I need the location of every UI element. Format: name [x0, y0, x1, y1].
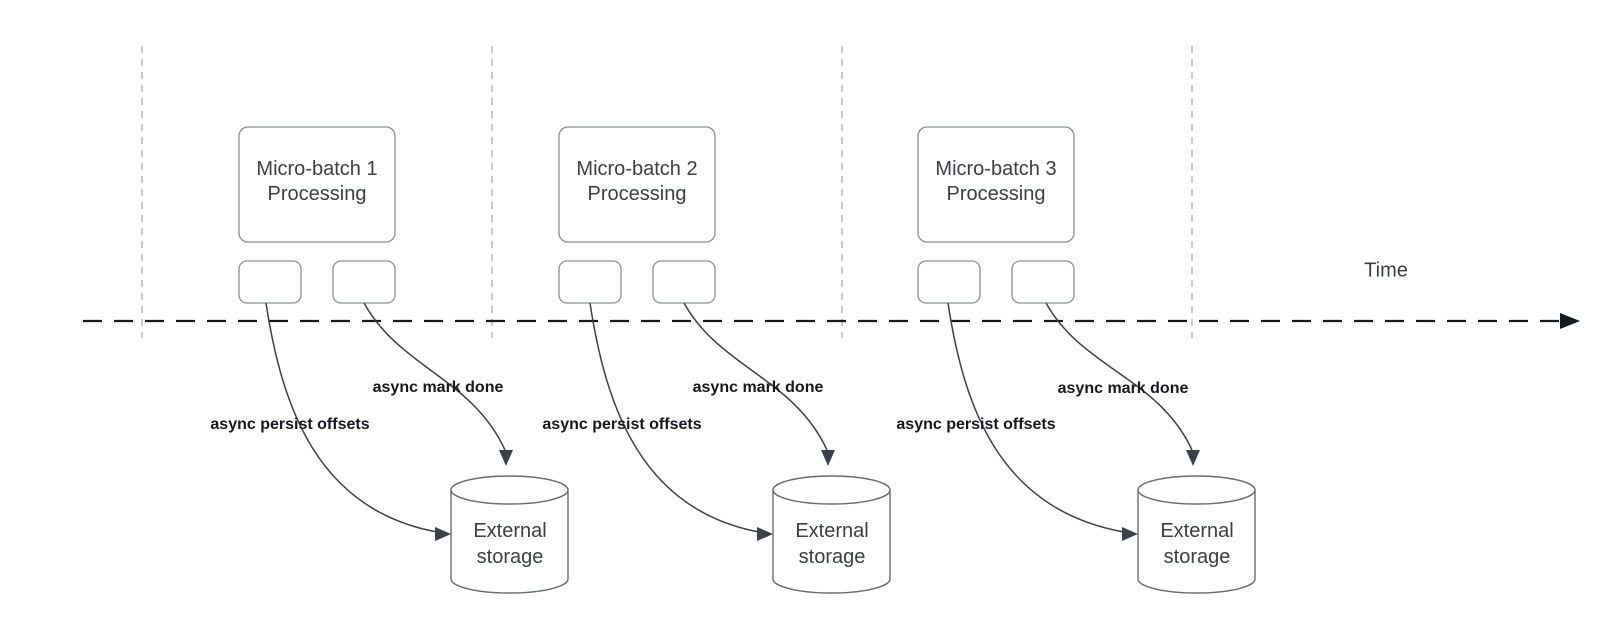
group-micro-batch-3	[917, 126, 1256, 594]
micro-batch-2-box	[558, 126, 716, 243]
timeline-axis	[83, 313, 1580, 329]
micro-batch-3-done-task-box	[1011, 260, 1075, 304]
batch-interval-guides	[141, 46, 1193, 338]
persist-offsets-arrow-3	[947, 302, 1125, 533]
mark-done-arrow-3	[1045, 302, 1193, 451]
mark-done-arrow-2	[683, 302, 828, 451]
cylinder-top-1	[450, 475, 569, 505]
group-micro-batch-2	[558, 126, 891, 594]
micro-batch-2-offset-task-box	[558, 260, 622, 304]
persist-offsets-arrow-2	[589, 302, 760, 533]
micro-batch-2-done-task-box	[652, 260, 716, 304]
micro-batch-3-box	[917, 126, 1075, 243]
cylinder-body-3	[1137, 490, 1256, 594]
micro-batch-1-done-task-box	[332, 260, 396, 304]
cylinder-body-1	[450, 490, 569, 594]
cylinder-top-2	[772, 475, 891, 505]
micro-batch-1-box	[238, 126, 396, 243]
mark-done-arrowhead-icon-2	[821, 450, 835, 466]
mark-done-arrowhead-icon-1	[499, 450, 513, 466]
persist-offsets-arrowhead-icon-3	[1122, 527, 1138, 541]
external-storage-cylinder-1	[450, 475, 569, 594]
micro-batch-1-offset-task-box	[238, 260, 302, 304]
micro-batch-3-offset-task-box	[917, 260, 981, 304]
group-micro-batch-1	[238, 126, 569, 594]
persist-offsets-arrow-1	[265, 302, 438, 533]
persist-offsets-arrowhead-icon-1	[435, 527, 451, 541]
mark-done-arrow-1	[363, 302, 506, 451]
timeline-arrowhead-icon	[1560, 313, 1580, 329]
external-storage-cylinder-2	[772, 475, 891, 594]
mark-done-arrowhead-icon-3	[1186, 450, 1200, 466]
cylinder-body-2	[772, 490, 891, 594]
cylinder-top-3	[1137, 475, 1256, 505]
persist-offsets-arrowhead-icon-2	[757, 527, 773, 541]
external-storage-cylinder-3	[1137, 475, 1256, 594]
